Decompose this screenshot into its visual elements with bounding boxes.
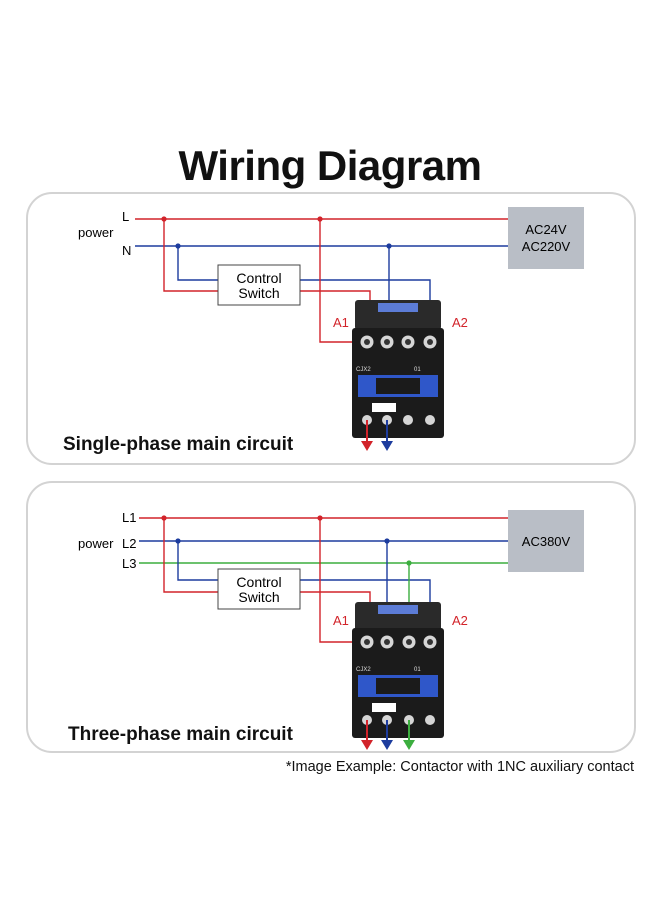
control-switch-label: Switch bbox=[238, 285, 279, 301]
single-phase-diagram: power L N AC24V AC220V Control Switch A1… bbox=[78, 207, 584, 451]
coil-a2-label: A2 bbox=[452, 315, 468, 330]
control-switch bbox=[217, 264, 301, 306]
footnote: *Image Example: Contactor with 1NC auxil… bbox=[285, 759, 634, 775]
supply-label: AC24V bbox=[525, 222, 567, 237]
three-phase-diagram: power L1 L2 L3 AC380V Control Switch A1 … bbox=[78, 510, 584, 750]
control-switch bbox=[217, 568, 301, 610]
arrow-down-icon bbox=[361, 441, 373, 451]
contactor-aux: 01 bbox=[414, 367, 421, 373]
line-label-l: L bbox=[122, 209, 129, 224]
control-wire bbox=[177, 541, 218, 581]
three-phase-caption: Three-phase main circuit bbox=[68, 724, 293, 745]
power-label: power bbox=[78, 225, 114, 240]
coil-a1-label: A1 bbox=[333, 315, 349, 330]
arrow-down-icon bbox=[361, 740, 373, 750]
coil-a1-label: A1 bbox=[333, 613, 349, 628]
contactor-model: CJX2 bbox=[356, 367, 371, 373]
arrow-down-icon bbox=[381, 740, 393, 750]
control-wire bbox=[163, 219, 218, 292]
contactor-aux: 01 bbox=[414, 667, 421, 673]
control-switch-label: Control bbox=[236, 270, 281, 286]
single-phase-caption: Single-phase main circuit bbox=[63, 434, 294, 455]
contactor-model: CJX2 bbox=[356, 667, 371, 673]
supply-box bbox=[508, 510, 584, 572]
line-label-l2: L2 bbox=[122, 536, 136, 551]
arrow-down-icon bbox=[403, 740, 415, 750]
control-wire bbox=[163, 518, 218, 593]
contactor-icon bbox=[352, 602, 444, 738]
supply-label: AC220V bbox=[522, 239, 571, 254]
main-feed-wire bbox=[319, 219, 364, 343]
arrow-down-icon bbox=[381, 441, 393, 451]
line-label-l3: L3 bbox=[122, 556, 136, 571]
line-label-l1: L1 bbox=[122, 510, 136, 525]
control-wire bbox=[177, 246, 218, 281]
control-switch-label: Control bbox=[236, 574, 281, 590]
contactor-icon bbox=[352, 300, 444, 438]
control-switch-label: Switch bbox=[238, 589, 279, 605]
page-title: Wiring Diagram bbox=[178, 142, 483, 189]
line-label-n: N bbox=[122, 243, 131, 258]
main-feed-wire bbox=[319, 518, 364, 643]
power-label: power bbox=[78, 536, 114, 551]
supply-box bbox=[508, 207, 584, 269]
supply-label: AC380V bbox=[522, 534, 571, 549]
coil-a2-label: A2 bbox=[452, 613, 468, 628]
